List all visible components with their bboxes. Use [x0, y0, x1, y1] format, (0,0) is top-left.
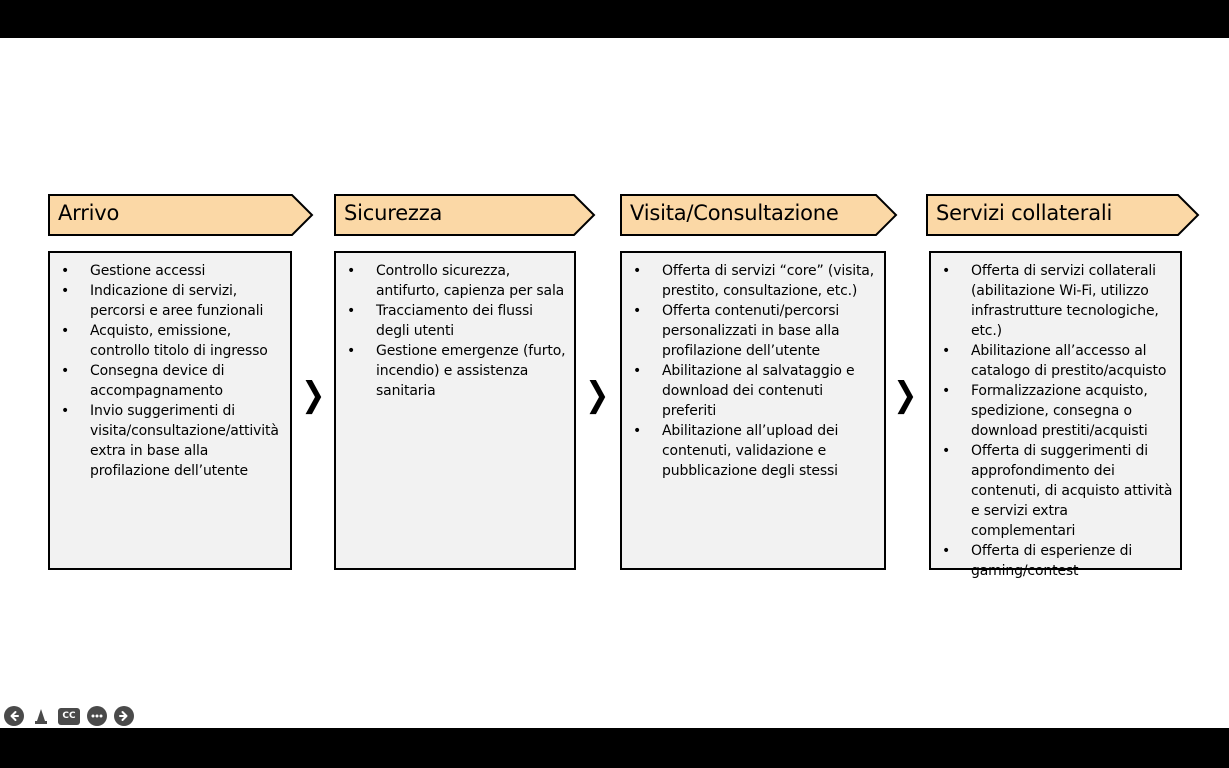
list-item: Abilitazione al salvataggio e download d…	[633, 361, 878, 421]
stage-visita-consultazione: Visita/Consultazione Offerta di servizi …	[620, 194, 898, 570]
stage-header: Arrivo	[48, 194, 314, 236]
pointer-icon[interactable]	[31, 706, 51, 726]
captions-icon[interactable]: CC	[58, 707, 80, 725]
list-item: Invio suggerimenti di visita/consultazio…	[61, 401, 284, 481]
list-item: Controllo sicurezza, antifurto, capienza…	[347, 261, 568, 301]
list-item: Formalizzazione acquisto, spedizione, co…	[942, 381, 1174, 441]
list-item: Indicazione di servizi, percorsi e aree …	[61, 281, 284, 321]
slide: Arrivo Gestione accessi Indicazione di s…	[0, 38, 1229, 728]
stage-sicurezza: Sicurezza Controllo sicurezza, antifurto…	[334, 194, 596, 570]
list-item: Consegna device di accompagnamento	[61, 361, 284, 401]
list-item: Abilitazione all’accesso al catalogo di …	[942, 341, 1174, 381]
stage-title: Visita/Consultazione	[630, 201, 839, 225]
stage-title: Sicurezza	[344, 201, 443, 225]
header-arrow-shape	[334, 194, 596, 236]
presentation-controls: CC	[4, 706, 134, 726]
chevron-right-icon: ❯	[893, 375, 918, 415]
list-item: Gestione emergenze (furto, incendio) e a…	[347, 341, 568, 401]
stage-title: Servizi collaterali	[936, 201, 1113, 225]
more-icon[interactable]	[87, 706, 107, 726]
list-item: Offerta di suggerimenti di approfondimen…	[942, 441, 1174, 541]
header-arrow-shape	[926, 194, 1200, 236]
list-item: Acquisto, emissione, controllo titolo di…	[61, 321, 284, 361]
header-arrow-shape	[48, 194, 314, 236]
stage-header: Visita/Consultazione	[620, 194, 898, 236]
header-arrow-shape	[620, 194, 898, 236]
list-item: Abilitazione all’upload dei contenuti, v…	[633, 421, 878, 481]
list-item: Offerta di esperienze di gaming/contest	[942, 541, 1174, 581]
list-item: Gestione accessi	[61, 261, 284, 281]
stage-servizi-collaterali: Servizi collaterali Offerta di servizi c…	[926, 194, 1200, 579]
stage-title: Arrivo	[58, 201, 120, 225]
chevron-right-icon: ❯	[301, 375, 326, 415]
stage-box: Offerta di servizi collaterali (abilitaz…	[929, 251, 1182, 579]
list-item: Offerta di servizi “core” (visita, prest…	[633, 261, 878, 301]
arrow-left-icon[interactable]	[4, 706, 24, 726]
stage-box: Gestione accessi Indicazione di servizi,…	[48, 251, 292, 570]
arrow-right-icon[interactable]	[114, 706, 134, 726]
stage-header: Sicurezza	[334, 194, 596, 236]
list-item: Tracciamento dei flussi degli utenti	[347, 301, 568, 341]
captions-label: CC	[62, 711, 76, 721]
list-item: Offerta contenuti/percorsi personalizzat…	[633, 301, 878, 361]
list-item: Offerta di servizi collaterali (abilitaz…	[942, 261, 1174, 341]
stage-box: Controllo sicurezza, antifurto, capienza…	[334, 251, 576, 570]
chevron-right-icon: ❯	[585, 375, 610, 415]
stage-box: Offerta di servizi “core” (visita, prest…	[620, 251, 886, 570]
stage-header: Servizi collaterali	[926, 194, 1200, 236]
stage-arrivo: Arrivo Gestione accessi Indicazione di s…	[48, 194, 314, 570]
